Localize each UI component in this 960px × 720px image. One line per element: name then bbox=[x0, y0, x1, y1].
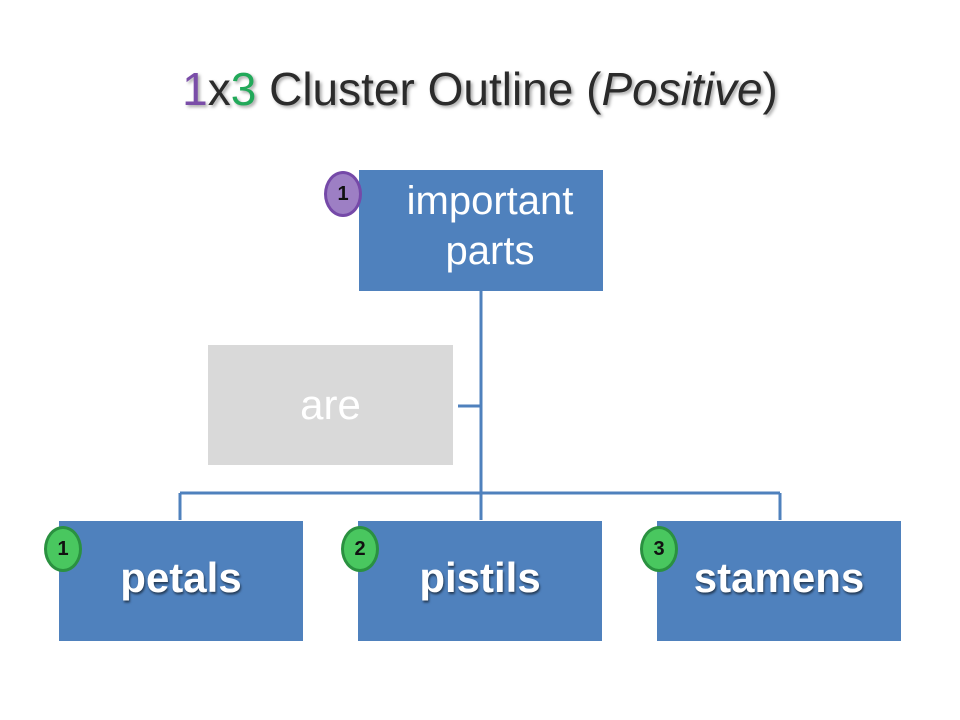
title-number-1: 1 bbox=[182, 63, 208, 115]
node-pistils-label: pistils bbox=[419, 554, 541, 601]
node-petals: petals bbox=[59, 521, 303, 641]
badge-top-1: 1 bbox=[324, 171, 362, 217]
connector-label: are bbox=[300, 381, 361, 428]
title-text: Cluster Outline ( bbox=[256, 63, 602, 115]
node-important-parts: important parts bbox=[359, 170, 603, 291]
node-important-parts-label: important parts bbox=[406, 179, 574, 273]
node-stamens-label: stamens bbox=[693, 554, 865, 601]
title-number-3: 3 bbox=[230, 63, 257, 115]
badge-stamens-3: 3 bbox=[640, 526, 678, 572]
page-title: 1x3 Cluster Outline (Positive) bbox=[0, 62, 960, 116]
badge-petals-1: 1 bbox=[44, 526, 82, 572]
node-stamens: stamens bbox=[657, 521, 901, 641]
connector-label-box: are bbox=[208, 345, 453, 465]
title-emphasis: Positive bbox=[601, 63, 763, 115]
node-pistils: pistils bbox=[358, 521, 602, 641]
title-x: x bbox=[207, 63, 231, 115]
node-petals-label: petals bbox=[120, 554, 242, 601]
title-close: ) bbox=[762, 63, 778, 115]
badge-pistils-2: 2 bbox=[341, 526, 379, 572]
